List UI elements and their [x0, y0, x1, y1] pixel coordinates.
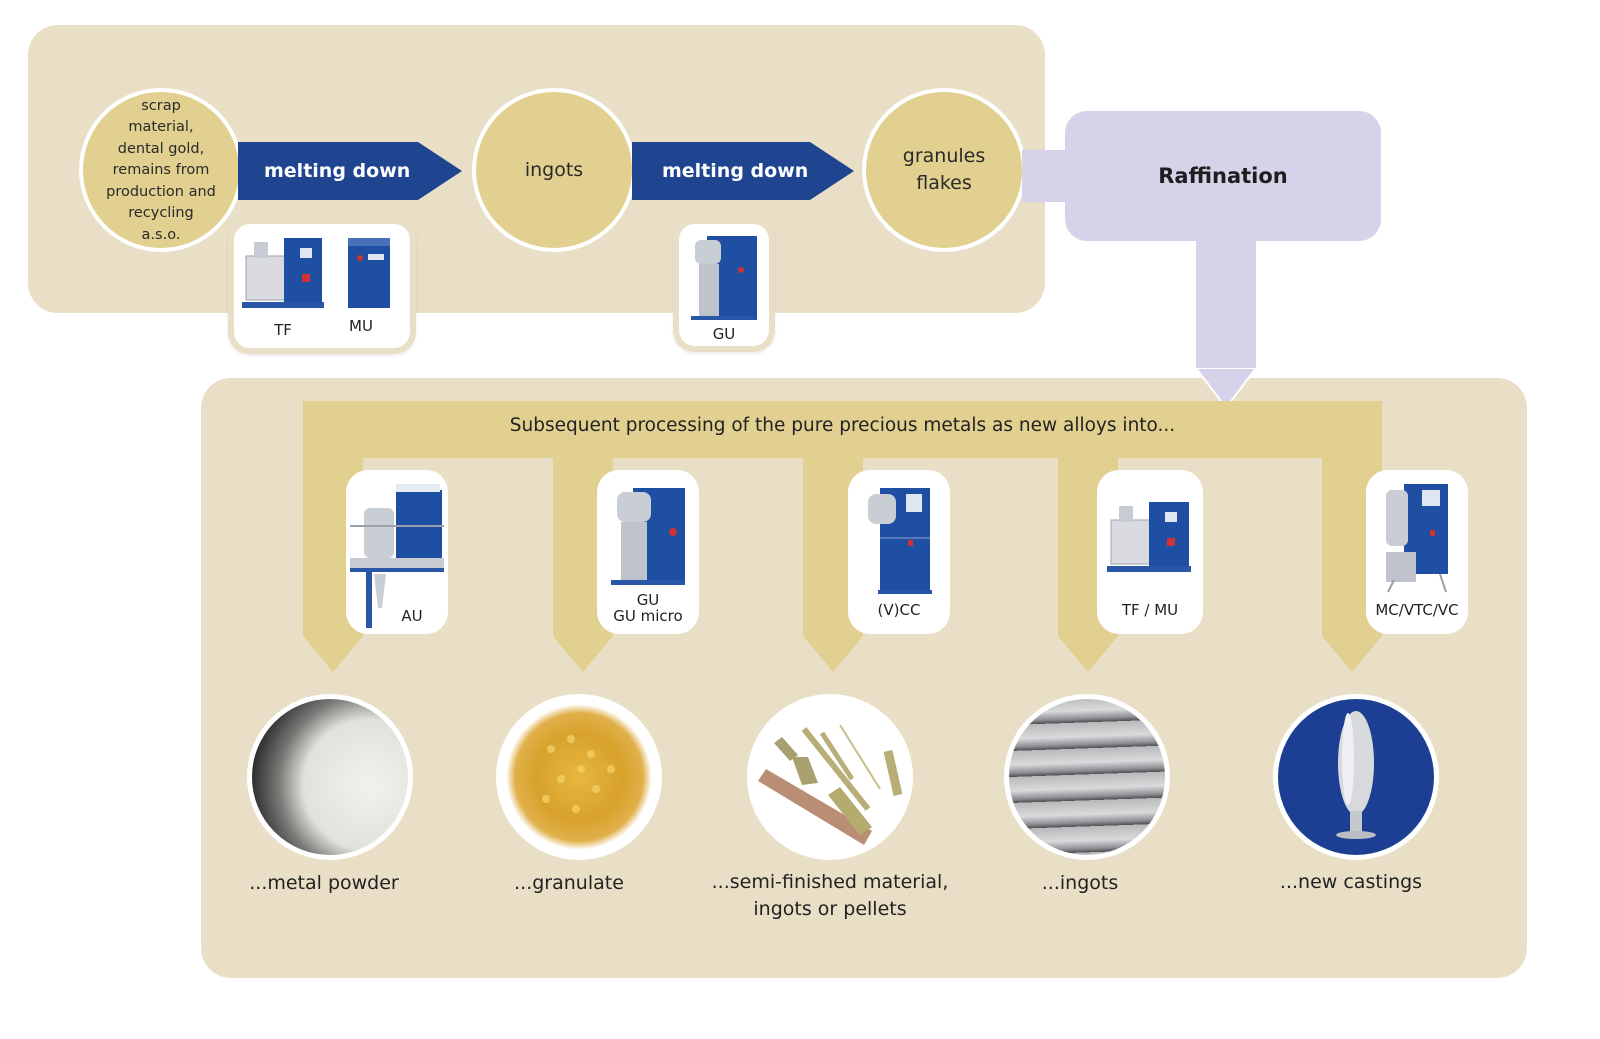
machine-label: MU [349, 317, 373, 335]
granules-icon [542, 735, 615, 813]
melting-unit-icon [348, 238, 390, 308]
machine-label: TF / MU [1121, 601, 1179, 619]
source-line: recycling [128, 205, 194, 222]
product-label-metal-powder: ...metal powder [249, 872, 399, 894]
source-material-circle: scrap material, dental gold, remains fro… [79, 88, 243, 252]
arrow-label: melting down [662, 160, 809, 182]
melting-down-arrow-1: melting down [238, 142, 462, 200]
arrow-shape [238, 142, 462, 200]
melting-down-arrow-2: melting down [632, 142, 854, 200]
product-label-new-castings: ...new castings [1279, 871, 1423, 893]
source-line: production and [106, 183, 216, 200]
raffination-arrow-tip [1196, 368, 1256, 410]
raffination-connector [1022, 150, 1072, 202]
semi-finished-image [747, 694, 913, 860]
source-line: dental gold, [117, 140, 205, 157]
atomisation-unit-icon [350, 484, 444, 628]
machine-label: GU [636, 591, 660, 609]
result-line: granules [902, 145, 986, 167]
ingots-label: ingots [524, 159, 584, 181]
tilting-furnace-icon [1107, 502, 1191, 572]
granulation-unit-icon [691, 236, 757, 320]
product-label-semi-finished: ...semi-finished material, ingots or pel… [711, 871, 949, 920]
product-label-granulate: ...granulate [514, 872, 624, 894]
result-line: flakes [916, 172, 972, 194]
source-line: scrap [141, 97, 181, 114]
granulate-image [496, 694, 662, 860]
machine-card-vcc: (V)CC [848, 470, 950, 634]
arrow-label: melting down [264, 160, 411, 182]
source-line: a.s.o. [141, 226, 181, 243]
subsequent-processing-heading: Subsequent processing of the pure precio… [509, 415, 1176, 436]
machine-card-gu-micro: GU GU micro [597, 470, 699, 634]
granules-flakes-circle: granules flakes [862, 88, 1026, 252]
machine-label: GU micro [613, 607, 683, 625]
product-label-ingots: ...ingots [1041, 872, 1119, 894]
machine-card-tf-mu: TF MU [228, 218, 416, 354]
machine-label: AU [401, 607, 423, 625]
source-line: material, [128, 119, 194, 136]
machine-label: MC/VTC/VC [1375, 601, 1459, 619]
arrow-shape [632, 142, 854, 200]
tilting-furnace-icon [242, 238, 324, 308]
raffination-down-arrow [1196, 240, 1256, 370]
machine-label: (V)CC [877, 601, 921, 619]
machine-card-tf-mu-2: TF / MU [1097, 470, 1203, 634]
source-line: remains from [112, 162, 210, 179]
raffination-label: Raffination [1158, 164, 1288, 188]
ingots-image [1004, 694, 1170, 860]
vacuum-caster-icon [1386, 484, 1448, 593]
casting-tree-icon [1336, 711, 1376, 839]
machine-card-gu: GU [673, 218, 775, 352]
semi-finished-bars-icon [758, 724, 903, 845]
machine-card-mc-vtc-vc: MC/VTC/VC [1366, 470, 1468, 634]
metal-powder-image [247, 694, 413, 860]
new-castings-image [1273, 694, 1439, 860]
machine-label: GU [712, 325, 736, 343]
raffination-box: Raffination [1065, 111, 1381, 241]
continuous-caster-icon [868, 488, 932, 594]
granulation-unit-icon [611, 488, 685, 585]
distribution-bar [303, 401, 1382, 458]
ingots-circle: ingots [472, 88, 636, 252]
machine-label: TF [274, 321, 292, 339]
machine-card-au: AU [346, 470, 448, 634]
